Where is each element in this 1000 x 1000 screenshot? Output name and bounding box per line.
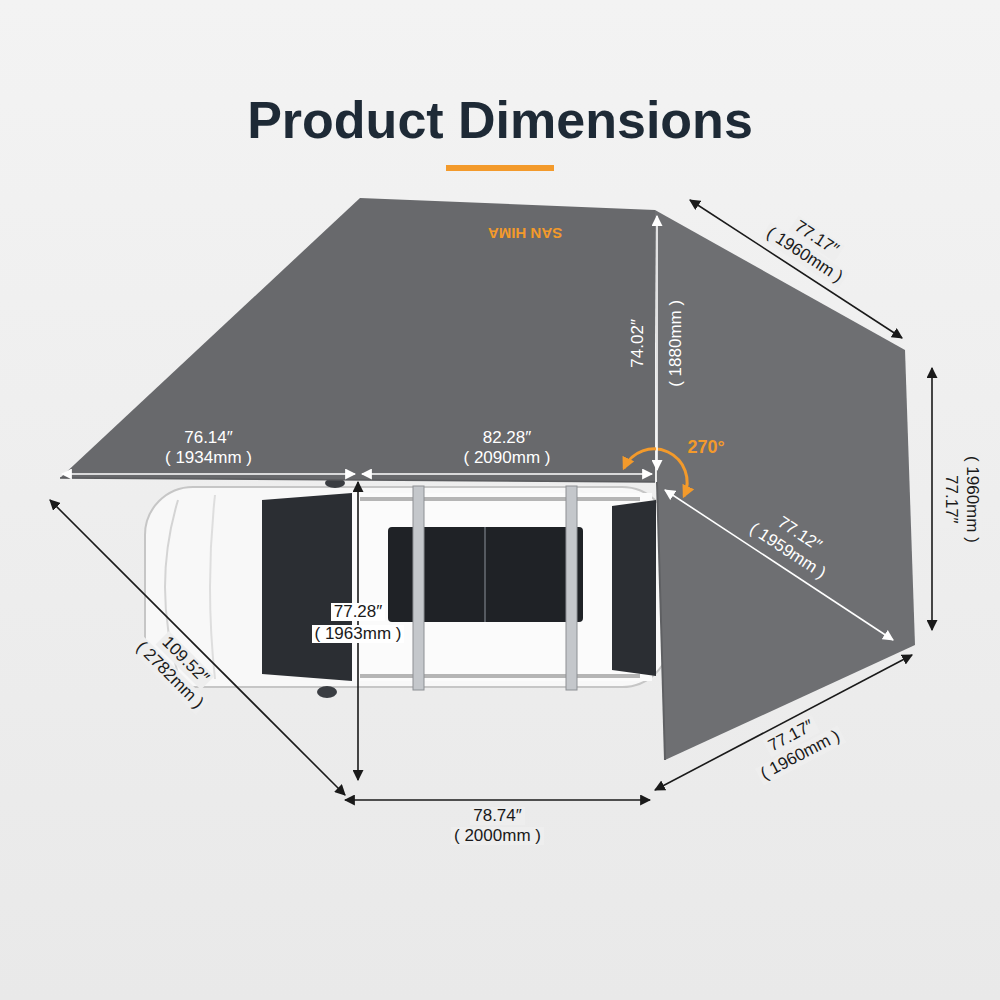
- dimension-line: [62, 473, 355, 475]
- roof-crossbar: [413, 486, 424, 690]
- dimension-label: ( 2090mm ): [461, 449, 554, 468]
- dimension-label: ( 1934mm ): [162, 449, 255, 468]
- awning-roof: [60, 198, 655, 482]
- car-hood-line: [210, 495, 215, 679]
- car-mirror: [317, 686, 337, 698]
- dimension-line: [362, 473, 652, 475]
- roof-rail: [360, 674, 640, 678]
- dimension-lines: [50, 200, 932, 800]
- car-roof: [352, 493, 652, 681]
- angle-arc: [624, 449, 687, 496]
- awning-edge: [60, 478, 655, 482]
- dimension-line: [50, 500, 345, 795]
- dimension-label: 78.74″: [470, 807, 525, 826]
- dimension-label: 82.28″: [480, 429, 535, 448]
- car-windshield: [262, 493, 352, 681]
- awning-wall: [655, 210, 915, 760]
- dimension-label: 74.02″: [629, 316, 648, 371]
- title-underline: [446, 165, 554, 171]
- dimension-label: 76.14″: [181, 429, 236, 448]
- dimension-label: 77.28″: [331, 603, 386, 622]
- dimension-line: [931, 368, 933, 630]
- car-rear-window: [612, 500, 656, 676]
- dimension-line: [665, 490, 893, 640]
- dimension-label: ( 1963mm ): [312, 625, 405, 644]
- dimension-line: [656, 216, 658, 470]
- brand-watermark: SAN HIMA: [485, 224, 565, 241]
- dimension-line: [655, 655, 912, 790]
- roof-rail: [360, 497, 640, 501]
- angle-label: 270°: [684, 438, 727, 458]
- dimension-label: ( 1960mm ): [962, 453, 981, 546]
- dimension-label: 77.17″: [941, 472, 960, 527]
- title: Product Dimensions: [0, 92, 1000, 149]
- dimension-line: [690, 200, 902, 338]
- car-body: [145, 487, 670, 687]
- sunroof-divider: [484, 527, 486, 622]
- dimension-label: ( 2000mm ): [451, 827, 544, 846]
- car: [145, 478, 670, 698]
- awning: [60, 198, 915, 760]
- roof-crossbar: [566, 486, 577, 690]
- dimension-line: [345, 799, 650, 801]
- awning-seam: [657, 482, 665, 760]
- dimension-label: ( 1880mm ): [667, 297, 686, 390]
